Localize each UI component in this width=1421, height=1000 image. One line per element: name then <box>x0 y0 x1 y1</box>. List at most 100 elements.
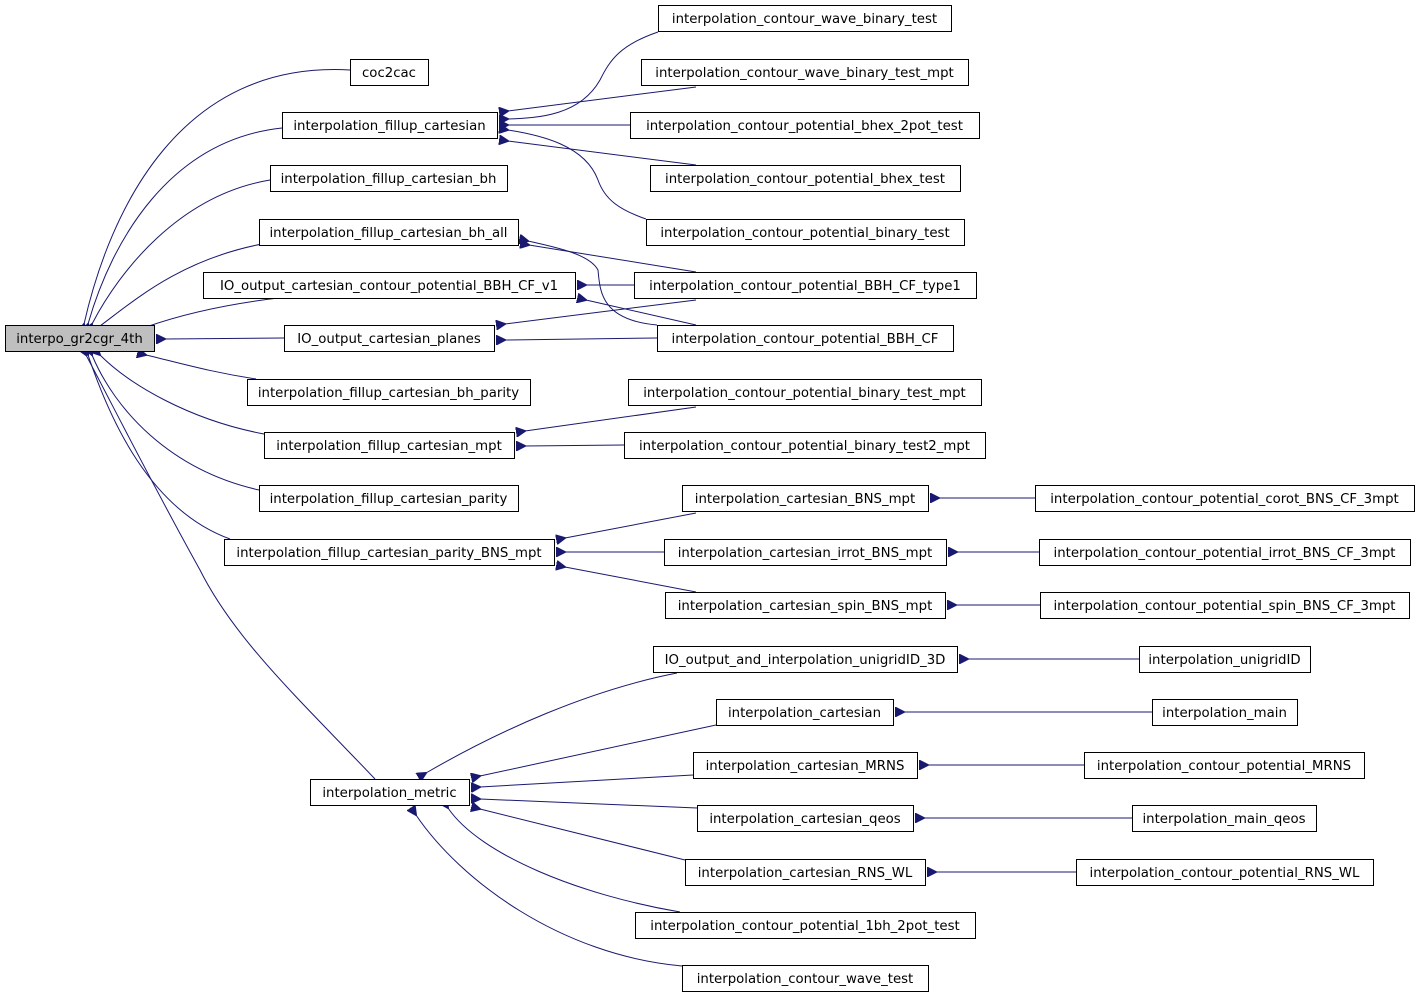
node-interpolation_main[interactable]: interpolation_main <box>1152 699 1298 726</box>
node-label: interpolation_cartesian_spin_BNS_mpt <box>678 599 933 614</box>
node-interpolation_cartesian[interactable]: interpolation_cartesian <box>716 699 894 726</box>
node-box[interactable] <box>264 432 515 459</box>
node-box[interactable] <box>1035 485 1415 512</box>
node-label: interpolation_contour_wave_binary_test <box>672 12 937 27</box>
node-box[interactable] <box>350 59 429 86</box>
node-box[interactable] <box>259 485 519 512</box>
node-box[interactable] <box>635 912 976 939</box>
node-label: coc2cac <box>362 66 416 81</box>
node-box[interactable] <box>284 325 495 352</box>
node-box[interactable] <box>1132 805 1317 832</box>
node-box[interactable] <box>685 859 926 886</box>
node-box[interactable] <box>716 699 894 726</box>
node-box[interactable] <box>665 592 946 619</box>
node-label: interpolation_cartesian_MRNS <box>706 759 905 774</box>
node-interpolation_fillup_cartesian_bh_parity[interactable]: interpolation_fillup_cartesian_bh_parity <box>247 379 531 406</box>
node-interpolation_contour_wave_binary_test_mpt[interactable]: interpolation_contour_wave_binary_test_m… <box>641 59 969 86</box>
node-box[interactable] <box>693 752 918 779</box>
node-box[interactable] <box>664 539 947 566</box>
node-box[interactable] <box>630 112 980 139</box>
edge-interpolation_cartesian_BNS_mpt-to-interpolation_fillup_cartesian_parity_BNS_mpt <box>565 512 697 538</box>
node-box[interactable] <box>203 272 576 299</box>
edge-interpolation_contour_potential_bhex_test-to-interpolation_fillup_cartesian <box>508 141 697 166</box>
node-interpolation_fillup_cartesian_bh_all[interactable]: interpolation_fillup_cartesian_bh_all <box>259 219 519 246</box>
node-interpolation_contour_potential_RNS_WL[interactable]: interpolation_contour_potential_RNS_WL <box>1076 859 1374 886</box>
node-interpolation_contour_wave_test[interactable]: interpolation_contour_wave_test <box>682 965 929 992</box>
node-interpolation_cartesian_spin_BNS_mpt[interactable]: interpolation_cartesian_spin_BNS_mpt <box>665 592 946 619</box>
node-box[interactable] <box>1139 646 1311 673</box>
node-interpolation_fillup_cartesian_parity[interactable]: interpolation_fillup_cartesian_parity <box>259 485 519 512</box>
node-label: IO_output_cartesian_contour_potential_BB… <box>220 279 558 294</box>
node-interpolation_fillup_cartesian[interactable]: interpolation_fillup_cartesian <box>282 112 498 139</box>
node-box[interactable] <box>282 112 498 139</box>
node-box[interactable] <box>650 165 961 192</box>
node-box[interactable] <box>270 165 508 192</box>
node-interpolation_contour_potential_irrot_BNS_CF_3mpt[interactable]: interpolation_contour_potential_irrot_BN… <box>1039 539 1411 566</box>
node-box[interactable] <box>1076 859 1374 886</box>
node-box[interactable] <box>697 805 914 832</box>
node-interpo_gr2cgr_4th[interactable]: interpo_gr2cgr_4th <box>5 325 155 352</box>
node-label: interpolation_contour_potential_irrot_BN… <box>1054 546 1396 561</box>
node-interpolation_contour_potential_bhex_2pot_test[interactable]: interpolation_contour_potential_bhex_2po… <box>630 112 980 139</box>
node-box[interactable] <box>653 646 958 673</box>
node-box[interactable] <box>646 219 965 246</box>
node-interpolation_main_qeos[interactable]: interpolation_main_qeos <box>1132 805 1317 832</box>
node-box[interactable] <box>310 779 470 806</box>
node-interpolation_contour_potential_binary_test2_mpt[interactable]: interpolation_contour_potential_binary_t… <box>624 432 986 459</box>
edge-interpolation_contour_potential_1bh_2pot_test-to-interpolation_metric <box>448 808 681 913</box>
node-interpolation_contour_potential_corot_BNS_CF_3mpt[interactable]: interpolation_contour_potential_corot_BN… <box>1035 485 1415 512</box>
edge-interpolation_fillup_cartesian_bh_parity-to-interpo_gr2cgr_4th <box>146 355 257 380</box>
node-box[interactable] <box>682 965 929 992</box>
node-label: interpolation_contour_wave_binary_test_m… <box>655 66 954 81</box>
node-box[interactable] <box>5 325 155 352</box>
node-label: interpolation_metric <box>322 786 456 801</box>
node-label: interpolation_contour_potential_BBH_CF_t… <box>649 279 961 294</box>
node-interpolation_contour_wave_binary_test[interactable]: interpolation_contour_wave_binary_test <box>658 5 952 32</box>
node-box[interactable] <box>658 5 952 32</box>
node-box[interactable] <box>657 325 954 352</box>
node-IO_output_cartesian_contour_potential_BBH_CF_v1[interactable]: IO_output_cartesian_contour_potential_BB… <box>203 272 576 299</box>
edge-interpolation_fillup_cartesian_bh-to-interpo_gr2cgr_4th <box>92 179 271 324</box>
node-interpolation_contour_potential_MRNS[interactable]: interpolation_contour_potential_MRNS <box>1084 752 1365 779</box>
node-interpolation_cartesian_BNS_mpt[interactable]: interpolation_cartesian_BNS_mpt <box>682 485 929 512</box>
node-interpolation_cartesian_MRNS[interactable]: interpolation_cartesian_MRNS <box>693 752 918 779</box>
node-box[interactable] <box>1084 752 1365 779</box>
node-interpolation_fillup_cartesian_bh[interactable]: interpolation_fillup_cartesian_bh <box>270 165 508 192</box>
node-coc2cac[interactable]: coc2cac <box>350 59 429 86</box>
node-label: interpolation_contour_potential_BBH_CF <box>672 332 939 347</box>
node-interpolation_contour_potential_binary_test_mpt[interactable]: interpolation_contour_potential_binary_t… <box>628 379 982 406</box>
node-box[interactable] <box>224 539 555 566</box>
node-IO_output_and_interpolation_unigridID_3D[interactable]: IO_output_and_interpolation_unigridID_3D <box>653 646 958 673</box>
node-interpolation_fillup_cartesian_parity_BNS_mpt[interactable]: interpolation_fillup_cartesian_parity_BN… <box>224 539 555 566</box>
node-box[interactable] <box>641 59 969 86</box>
node-interpolation_contour_potential_1bh_2pot_test[interactable]: interpolation_contour_potential_1bh_2pot… <box>635 912 976 939</box>
node-interpolation_contour_potential_bhex_test[interactable]: interpolation_contour_potential_bhex_tes… <box>650 165 961 192</box>
node-interpolation_contour_potential_spin_BNS_CF_3mpt[interactable]: interpolation_contour_potential_spin_BNS… <box>1040 592 1410 619</box>
node-box[interactable] <box>1040 592 1410 619</box>
node-label: interpo_gr2cgr_4th <box>16 332 143 347</box>
node-interpolation_metric[interactable]: interpolation_metric <box>310 779 470 806</box>
node-interpolation_cartesian_RNS_WL[interactable]: interpolation_cartesian_RNS_WL <box>685 859 926 886</box>
node-interpolation_contour_potential_BBH_CF_type1[interactable]: interpolation_contour_potential_BBH_CF_t… <box>634 272 977 299</box>
node-box[interactable] <box>1152 699 1298 726</box>
node-box[interactable] <box>624 432 986 459</box>
node-interpolation_cartesian_qeos[interactable]: interpolation_cartesian_qeos <box>697 805 914 832</box>
node-box[interactable] <box>259 219 519 246</box>
edge-interpolation_contour_wave_binary_test_mpt-to-interpolation_fillup_cartesian <box>508 86 697 111</box>
node-interpolation_contour_potential_binary_test[interactable]: interpolation_contour_potential_binary_t… <box>646 219 965 246</box>
node-box[interactable] <box>634 272 977 299</box>
node-label: interpolation_fillup_cartesian_bh <box>281 172 497 187</box>
node-interpolation_contour_potential_BBH_CF[interactable]: interpolation_contour_potential_BBH_CF <box>657 325 954 352</box>
edge-interpolation_cartesian_MRNS-to-interpolation_metric <box>480 774 694 787</box>
node-box[interactable] <box>247 379 531 406</box>
node-box[interactable] <box>628 379 982 406</box>
edge-interpolation_fillup_cartesian_parity-to-interpo_gr2cgr_4th <box>92 355 260 491</box>
node-IO_output_cartesian_planes[interactable]: IO_output_cartesian_planes <box>284 325 495 352</box>
node-interpolation_cartesian_irrot_BNS_mpt[interactable]: interpolation_cartesian_irrot_BNS_mpt <box>664 539 947 566</box>
node-box[interactable] <box>1039 539 1411 566</box>
node-box[interactable] <box>682 485 929 512</box>
node-label: interpolation_contour_potential_RNS_WL <box>1090 866 1361 881</box>
node-interpolation_unigridID[interactable]: interpolation_unigridID <box>1139 646 1311 673</box>
node-interpolation_fillup_cartesian_mpt[interactable]: interpolation_fillup_cartesian_mpt <box>264 432 515 459</box>
